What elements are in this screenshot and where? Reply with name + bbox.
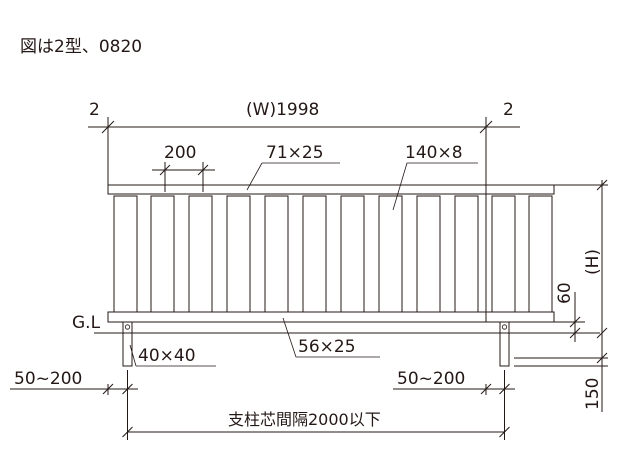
- bottom-rail-label: 56×25: [298, 337, 356, 357]
- ground-label: G.L: [72, 313, 101, 333]
- post-offset-left-dimension: [10, 370, 138, 440]
- right-post: [499, 321, 510, 367]
- width-label: (W)1998: [246, 100, 319, 120]
- end-gap-right-label: 2: [503, 100, 514, 120]
- slat-label: 140×8: [405, 143, 463, 163]
- post-offset-right-dimension: [393, 370, 515, 440]
- slat-pitch-dimension: [152, 162, 215, 192]
- ground-gap-dimension: [554, 292, 585, 342]
- post-offset-right-label: 50~200: [397, 369, 465, 389]
- slat-leader: [392, 162, 478, 211]
- post-label: 40×40: [138, 346, 196, 366]
- left-post: [122, 321, 133, 367]
- figure-caption: 図は2型、0820: [20, 37, 142, 57]
- post-spacing-dimension: [122, 426, 510, 438]
- end-gap-left-label: 2: [89, 100, 100, 120]
- top-rail-leader: [246, 162, 340, 191]
- post-embed-label: 150: [583, 378, 603, 410]
- post-offset-left-label: 50~200: [14, 369, 82, 389]
- fence-panel: [107, 184, 555, 323]
- top-rail-label: 71×25: [266, 143, 324, 163]
- post-leader: [129, 344, 216, 367]
- bottom-rail-leader: [282, 317, 380, 358]
- ground-gap-label: 60: [555, 282, 575, 304]
- height-label: (H): [583, 249, 603, 275]
- slats: [113, 195, 553, 313]
- post-spacing-label: 支柱芯間隔2000以下: [228, 410, 381, 429]
- slat-pitch-label: 200: [164, 143, 196, 163]
- height-dimension: [514, 179, 608, 412]
- width-dimension: [88, 117, 520, 185]
